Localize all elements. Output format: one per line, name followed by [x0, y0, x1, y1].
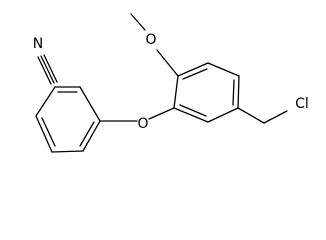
ring1-bond-c1-c2 [35, 86, 56, 117]
ring2-bond-a2-a3-inner [182, 68, 208, 80]
ring2-bond-a5-a6 [207, 107, 239, 123]
ring1-bond-c5-c6 [79, 86, 101, 122]
nitrile-bond-line-1 [43, 54, 58, 83]
ring1-bond-c4-c5-inner [79, 121, 95, 147]
ring2-bond-a2-a3 [177, 62, 209, 77]
methoxy-oxygen-atom-label: O [145, 32, 156, 48]
nitrile-bond-line-3 [37, 56, 52, 85]
ring2-bond-a1-a2 [173, 75, 179, 109]
ring1-bond-c2-c3-inner [41, 117, 56, 147]
oxygen-ring2-bond [148, 107, 175, 120]
ring1-bond-c3-c4 [51, 150, 84, 153]
ring2-bond-a6-a1 [173, 107, 209, 123]
ring1-bond-c4-c5 [82, 120, 101, 152]
nitrogen-atom-label: N [33, 36, 43, 52]
ch2-chlorine-bond [263, 110, 288, 124]
molecule-structure-diagram: N O O Cl [33, 13, 309, 153]
methoxy-methyl-bond [130, 13, 146, 31]
chlorine-atom-label: Cl [295, 96, 309, 112]
ring2-bond-a4-a5-inner [232, 79, 235, 106]
ring2-ch2-bond [237, 107, 265, 124]
ether-oxygen-atom-label: O [137, 116, 148, 132]
ring2-bond-a6-a1-inner [179, 104, 207, 117]
ring2-methoxy-oxygen-bond [156, 49, 179, 77]
ring1-bond-c2-c3 [35, 115, 53, 153]
ring2-bond-a3-a4 [207, 62, 240, 77]
ring2-bond-a4-a5 [237, 75, 240, 109]
nitrile-bond-line-2 [40, 55, 55, 84]
